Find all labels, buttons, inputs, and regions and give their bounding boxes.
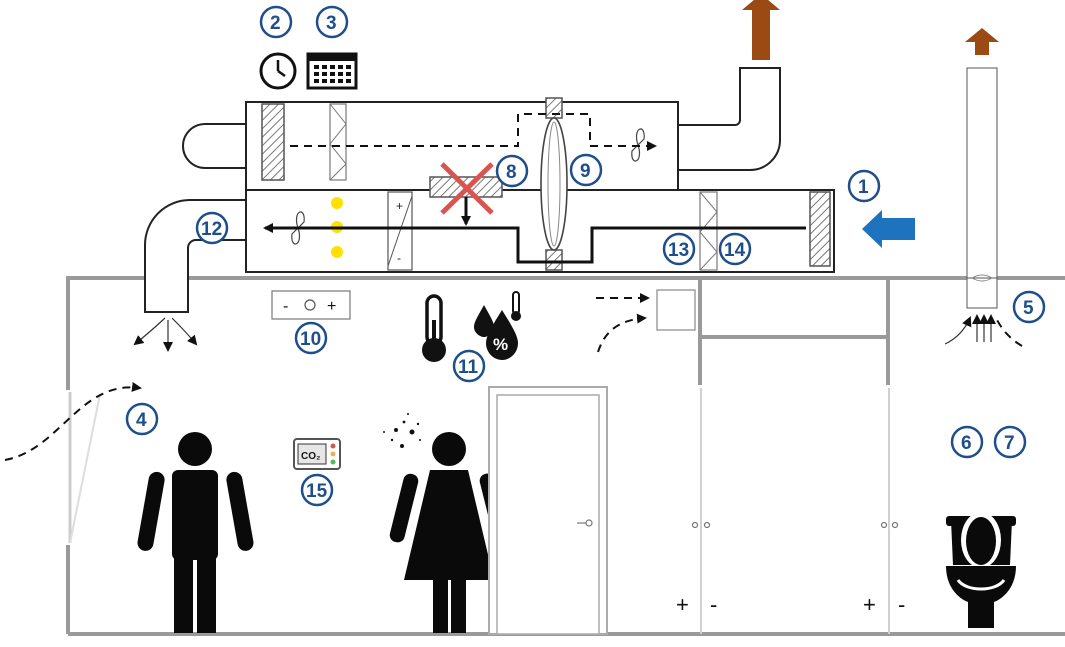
extract-duct	[966, 67, 998, 309]
supply-fan-icon	[291, 211, 305, 245]
window-sash	[69, 393, 101, 544]
extract-vent-arrows	[944, 314, 1023, 347]
door1-minus: -	[710, 592, 717, 617]
svg-text:5: 5	[1023, 298, 1034, 319]
heater-coil: + -	[387, 191, 413, 271]
marker-12: 12	[195, 211, 229, 245]
extract-fan-icon	[631, 128, 645, 162]
exhaust-arrow-right	[965, 28, 999, 55]
extract-airflow	[290, 113, 657, 151]
marker-6: 6	[950, 425, 984, 459]
marker-7: 7	[993, 425, 1027, 459]
heat-recovery-wheel	[540, 97, 568, 271]
toilet-icon	[946, 512, 1016, 628]
calendar-icon	[306, 52, 358, 90]
svg-text:11: 11	[458, 357, 479, 378]
speed-minus-label: -	[283, 298, 288, 315]
svg-text:14: 14	[724, 240, 746, 261]
marker-2: 2	[259, 5, 293, 39]
svg-text:10: 10	[300, 329, 321, 350]
supply-airflow	[263, 197, 806, 264]
svg-text:2: 2	[270, 13, 281, 34]
speed-plus-label: +	[327, 298, 336, 315]
co2-label: CO₂	[301, 451, 320, 462]
marker-5: 5	[1012, 290, 1046, 324]
humidity-percent: %	[493, 335, 508, 354]
marker-15: 15	[300, 473, 334, 507]
supply-diffuser-arrows	[133, 317, 198, 352]
marker-8: 8	[495, 154, 529, 188]
svg-text:15: 15	[306, 481, 328, 502]
fresh-air-arrow	[862, 210, 915, 248]
svg-text:7: 7	[1004, 433, 1015, 454]
marker-11: 11	[452, 349, 486, 383]
heater-minus: -	[397, 251, 401, 265]
marker-13: 13	[662, 232, 696, 266]
partition-door-handles	[691, 521, 899, 529]
heater-plus: +	[396, 199, 403, 213]
exhaust-arrow-top	[742, 0, 780, 60]
svg-text:4: 4	[136, 410, 147, 431]
clock-icon	[259, 52, 297, 90]
marker-3: 3	[315, 5, 349, 39]
marker-10: 10	[294, 321, 328, 355]
door[interactable]	[488, 386, 608, 635]
svg-text:6: 6	[961, 433, 972, 454]
intake-filter	[809, 191, 831, 267]
marker-4: 4	[125, 402, 159, 436]
svg-text:12: 12	[201, 219, 222, 240]
svg-text:3: 3	[326, 13, 337, 34]
door1-plus: +	[676, 592, 689, 617]
marker-1: 1	[847, 169, 881, 203]
co2-sensor: CO₂	[293, 438, 341, 470]
svg-text:8: 8	[506, 162, 517, 183]
door2-minus: -	[898, 592, 905, 617]
speed-knob[interactable]	[304, 299, 316, 311]
bypass-damper	[429, 162, 503, 215]
marker-9: 9	[569, 153, 603, 187]
svg-text:13: 13	[668, 240, 689, 261]
transfer-grille	[596, 289, 696, 353]
window-airflow	[4, 381, 142, 461]
door-handle[interactable]	[585, 519, 593, 527]
extract-prefilter	[329, 103, 347, 181]
humidity-icon: %	[474, 291, 521, 360]
airborne-particles	[383, 413, 421, 448]
man-figure	[137, 432, 254, 633]
marker-14: 14	[718, 232, 752, 266]
svg-text:1: 1	[858, 177, 869, 198]
svg-text:9: 9	[580, 161, 591, 182]
thermometer-icon	[422, 294, 446, 362]
extract-filter	[261, 103, 285, 181]
supply-filter	[699, 191, 718, 271]
speed-control[interactable]: - +	[271, 290, 351, 320]
door2-plus: +	[863, 592, 876, 617]
